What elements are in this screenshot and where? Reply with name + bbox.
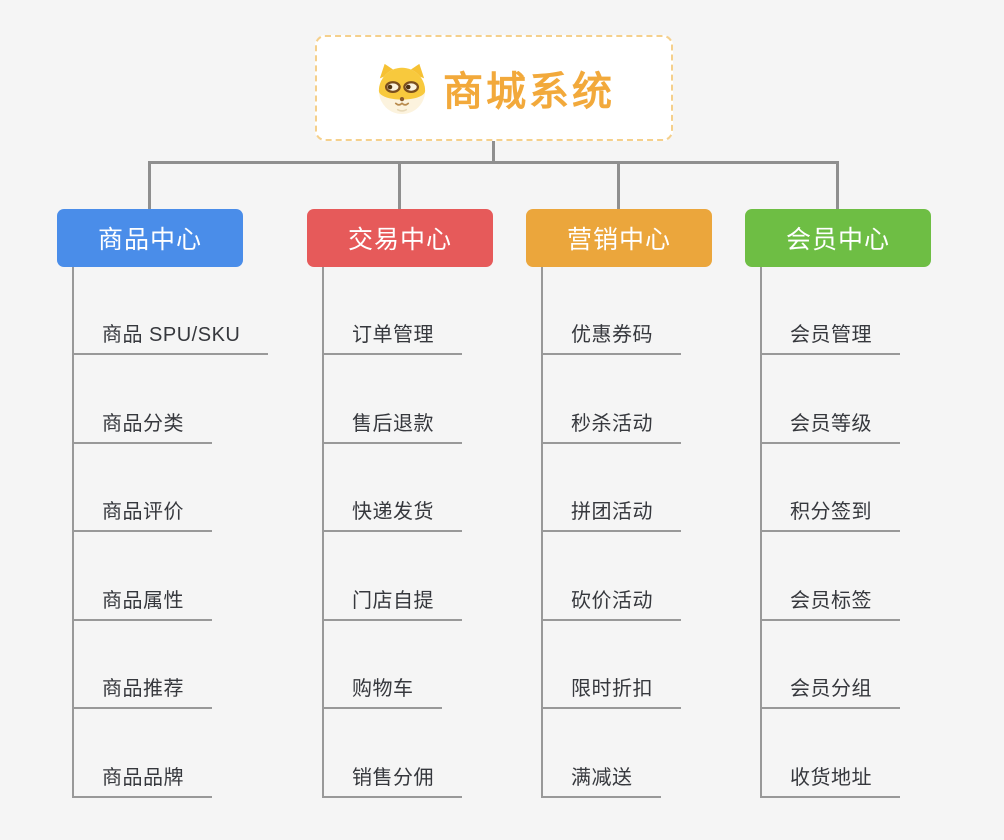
branch-label: 商品中心 xyxy=(97,226,202,254)
item-label: 收货地址 xyxy=(790,767,872,789)
item-label: 商品推荐 xyxy=(102,678,184,700)
item-label: 限时折扣 xyxy=(571,678,653,700)
branch-label: 交易中心 xyxy=(347,226,452,254)
mindmap-item[interactable]: 会员分组 xyxy=(760,665,900,709)
item-label: 秒杀活动 xyxy=(571,413,653,435)
mindmap-item[interactable]: 门店自提 xyxy=(322,577,462,621)
connector-horizontal-main xyxy=(148,161,839,164)
branch-box-member-center[interactable]: 会员中心 xyxy=(745,209,931,267)
root-title: 商城系统 xyxy=(443,70,615,114)
mindmap-item[interactable]: 限时折扣 xyxy=(541,665,681,709)
mindmap-item[interactable]: 会员标签 xyxy=(760,577,900,621)
item-label: 砍价活动 xyxy=(571,590,653,612)
mindmap-item[interactable]: 积分签到 xyxy=(760,488,900,532)
item-label: 售后退款 xyxy=(352,413,434,435)
item-label: 会员标签 xyxy=(790,590,872,612)
shiba-dog-icon xyxy=(373,62,431,114)
item-label: 订单管理 xyxy=(352,324,434,346)
branch-items-trade-center: 订单管理 售后退款 快递发货 门店自提 购物车 销售分佣 xyxy=(322,267,462,798)
connector-drop-member xyxy=(836,161,839,209)
mindmap-item[interactable]: 销售分佣 xyxy=(322,754,462,798)
mindmap-item[interactable]: 商品 SPU/SKU xyxy=(72,311,269,355)
branch-items-member-center: 会员管理 会员等级 积分签到 会员标签 会员分组 收货地址 xyxy=(760,267,900,798)
item-label: 商品评价 xyxy=(102,501,184,523)
mindmap-item[interactable]: 收货地址 xyxy=(760,754,900,798)
branch-label: 会员中心 xyxy=(785,226,890,254)
mindmap-item[interactable]: 订单管理 xyxy=(322,311,462,355)
branch-box-product-center[interactable]: 商品中心 xyxy=(57,209,243,267)
item-label: 会员分组 xyxy=(790,678,872,700)
item-label: 满减送 xyxy=(571,767,633,789)
mindmap-item[interactable]: 售后退款 xyxy=(322,400,462,444)
connector-root-stub xyxy=(492,141,495,162)
branch-box-marketing-center[interactable]: 营销中心 xyxy=(526,209,712,267)
item-label: 积分签到 xyxy=(790,501,872,523)
mindmap-item[interactable]: 购物车 xyxy=(322,665,442,709)
branch-items-product-center: 商品 SPU/SKU 商品分类 商品评价 商品属性 商品推荐 商品品牌 xyxy=(72,267,269,798)
mindmap-item[interactable]: 商品推荐 xyxy=(72,665,212,709)
mindmap-item[interactable]: 优惠券码 xyxy=(541,311,681,355)
item-label: 商品属性 xyxy=(102,590,184,612)
item-label: 优惠券码 xyxy=(571,324,653,346)
connector-drop-marketing xyxy=(617,161,620,209)
item-label: 快递发货 xyxy=(352,501,434,523)
mindmap-item[interactable]: 拼团活动 xyxy=(541,488,681,532)
item-label: 商品品牌 xyxy=(102,767,184,789)
mindmap-item[interactable]: 秒杀活动 xyxy=(541,400,681,444)
mindmap-item[interactable]: 会员管理 xyxy=(760,311,900,355)
mindmap-item[interactable]: 商品品牌 xyxy=(72,754,212,798)
item-label: 门店自提 xyxy=(352,590,434,612)
item-label: 商品分类 xyxy=(102,413,184,435)
mindmap-item[interactable]: 快递发货 xyxy=(322,488,462,532)
mindmap-item[interactable]: 砍价活动 xyxy=(541,577,681,621)
item-label: 会员等级 xyxy=(790,413,872,435)
item-label: 商品 SPU/SKU xyxy=(102,324,241,346)
mindmap-item[interactable]: 商品分类 xyxy=(72,400,212,444)
item-label: 销售分佣 xyxy=(352,767,434,789)
mindmap-item[interactable]: 商品属性 xyxy=(72,577,212,621)
item-label: 会员管理 xyxy=(790,324,872,346)
item-label: 购物车 xyxy=(352,678,414,700)
connector-drop-trade xyxy=(398,161,401,209)
item-label: 拼团活动 xyxy=(571,501,653,523)
branch-items-marketing-center: 优惠券码 秒杀活动 拼团活动 砍价活动 限时折扣 满减送 xyxy=(541,267,681,798)
mindmap-item[interactable]: 会员等级 xyxy=(760,400,900,444)
root-node[interactable]: 商城系统 xyxy=(315,35,673,141)
mindmap-item[interactable]: 满减送 xyxy=(541,754,661,798)
mindmap-item[interactable]: 商品评价 xyxy=(72,488,212,532)
connector-drop-product xyxy=(148,161,151,209)
branch-label: 营销中心 xyxy=(566,226,671,254)
branch-box-trade-center[interactable]: 交易中心 xyxy=(307,209,493,267)
